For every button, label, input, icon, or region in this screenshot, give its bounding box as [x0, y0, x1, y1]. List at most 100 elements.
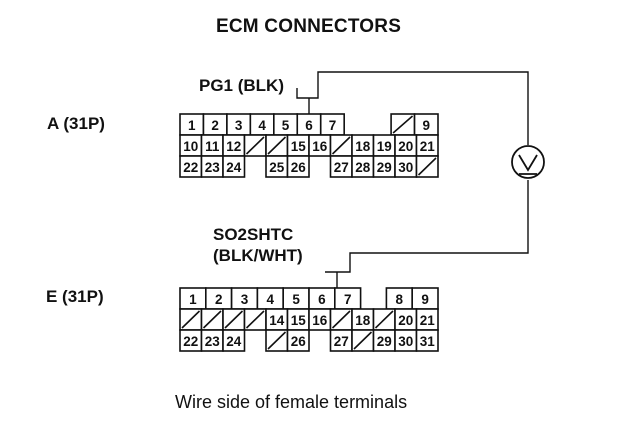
terminal-3: 3 [226, 113, 252, 136]
svg-text:23: 23 [205, 334, 221, 349]
terminal-20: 20 [394, 134, 418, 157]
svg-text:21: 21 [420, 313, 436, 328]
terminal-21: 21 [415, 134, 439, 157]
unused-terminal [222, 308, 246, 331]
terminal-9: 9 [411, 287, 439, 310]
svg-text:15: 15 [291, 313, 307, 328]
svg-text:20: 20 [398, 139, 413, 154]
svg-text:24: 24 [226, 334, 242, 349]
svg-text:20: 20 [398, 313, 413, 328]
terminal-30: 30 [394, 329, 418, 352]
terminal-2: 2 [202, 113, 228, 136]
test-wires [296, 71, 529, 288]
svg-text:4: 4 [267, 292, 275, 307]
svg-text:29: 29 [377, 334, 392, 349]
svg-text:29: 29 [377, 160, 392, 175]
svg-text:6: 6 [318, 292, 326, 307]
diagram-caption: Wire side of female terminals [175, 392, 408, 412]
svg-text:18: 18 [355, 313, 371, 328]
unused-terminal [179, 308, 203, 331]
svg-text:30: 30 [398, 160, 413, 175]
svg-text:7: 7 [344, 292, 352, 307]
terminal-23: 23 [200, 155, 224, 178]
so2shtc-wire-color-label: (BLK/WHT) [213, 246, 303, 265]
terminal-16: 16 [308, 134, 332, 157]
terminal-29: 29 [372, 329, 396, 352]
wire-e6-to-meter [325, 180, 529, 288]
terminal-1: 1 [179, 287, 207, 310]
svg-text:22: 22 [183, 334, 198, 349]
svg-text:25: 25 [269, 160, 285, 175]
wire-a5-to-meter [296, 71, 529, 145]
terminal-5: 5 [273, 113, 299, 136]
terminal-24: 24 [222, 329, 246, 352]
terminal-1: 1 [179, 113, 205, 136]
svg-text:24: 24 [226, 160, 242, 175]
voltmeter-icon [511, 145, 545, 179]
terminal-15: 15 [286, 134, 310, 157]
terminal-16: 16 [308, 308, 332, 331]
terminal-14: 14 [265, 308, 289, 331]
terminal-2: 2 [205, 287, 233, 310]
svg-text:3: 3 [235, 118, 243, 133]
terminal-3: 3 [230, 287, 259, 310]
unused-terminal [265, 329, 289, 352]
unused-terminal [390, 113, 416, 136]
unused-terminal [243, 308, 267, 331]
svg-text:28: 28 [355, 160, 371, 175]
terminal-26: 26 [286, 155, 310, 178]
terminal-4: 4 [249, 113, 275, 136]
svg-text:2: 2 [215, 292, 223, 307]
unused-terminal [351, 329, 375, 352]
terminal-6: 6 [296, 113, 322, 136]
terminal-22: 22 [179, 155, 203, 178]
svg-text:31: 31 [420, 334, 436, 349]
terminal-31: 31 [415, 329, 439, 352]
terminal-30: 30 [394, 155, 418, 178]
unused-terminal [243, 134, 267, 157]
svg-text:26: 26 [291, 334, 307, 349]
svg-text:23: 23 [205, 160, 221, 175]
unused-terminal [415, 155, 439, 178]
terminal-5: 5 [282, 287, 310, 310]
svg-text:22: 22 [183, 160, 198, 175]
connector-e-label: E (31P) [46, 287, 104, 306]
terminal-29: 29 [372, 155, 396, 178]
svg-text:1: 1 [188, 118, 196, 133]
svg-text:16: 16 [312, 313, 328, 328]
terminal-4: 4 [256, 287, 284, 310]
svg-text:11: 11 [205, 139, 220, 154]
terminal-15: 15 [286, 308, 310, 331]
svg-text:1: 1 [189, 292, 197, 307]
terminal-18: 18 [351, 134, 375, 157]
terminal-25: 25 [265, 155, 289, 178]
svg-text:5: 5 [282, 118, 290, 133]
so2shtc-wire-label: SO2SHTC [213, 225, 294, 244]
svg-text:18: 18 [355, 139, 371, 154]
terminal-20: 20 [394, 308, 418, 331]
terminal-27: 27 [329, 155, 353, 178]
svg-text:7: 7 [329, 118, 337, 133]
svg-text:19: 19 [377, 139, 392, 154]
terminal-12: 12 [222, 134, 246, 157]
terminal-26: 26 [286, 329, 310, 352]
terminal-7: 7 [319, 113, 345, 136]
unused-terminal [372, 308, 396, 331]
terminal-6: 6 [308, 287, 336, 310]
terminal-22: 22 [179, 329, 203, 352]
svg-text:4: 4 [258, 118, 266, 133]
terminal-9: 9 [413, 113, 439, 136]
terminal-19: 19 [372, 134, 396, 157]
svg-text:26: 26 [291, 160, 307, 175]
terminal-27: 27 [329, 329, 353, 352]
terminal-24: 24 [222, 155, 246, 178]
svg-text:3: 3 [241, 292, 249, 307]
svg-text:8: 8 [396, 292, 404, 307]
pg1-wire-label: PG1 (BLK) [199, 76, 284, 95]
svg-text:2: 2 [211, 118, 219, 133]
terminal-7: 7 [333, 287, 362, 310]
unused-terminal [329, 308, 353, 331]
